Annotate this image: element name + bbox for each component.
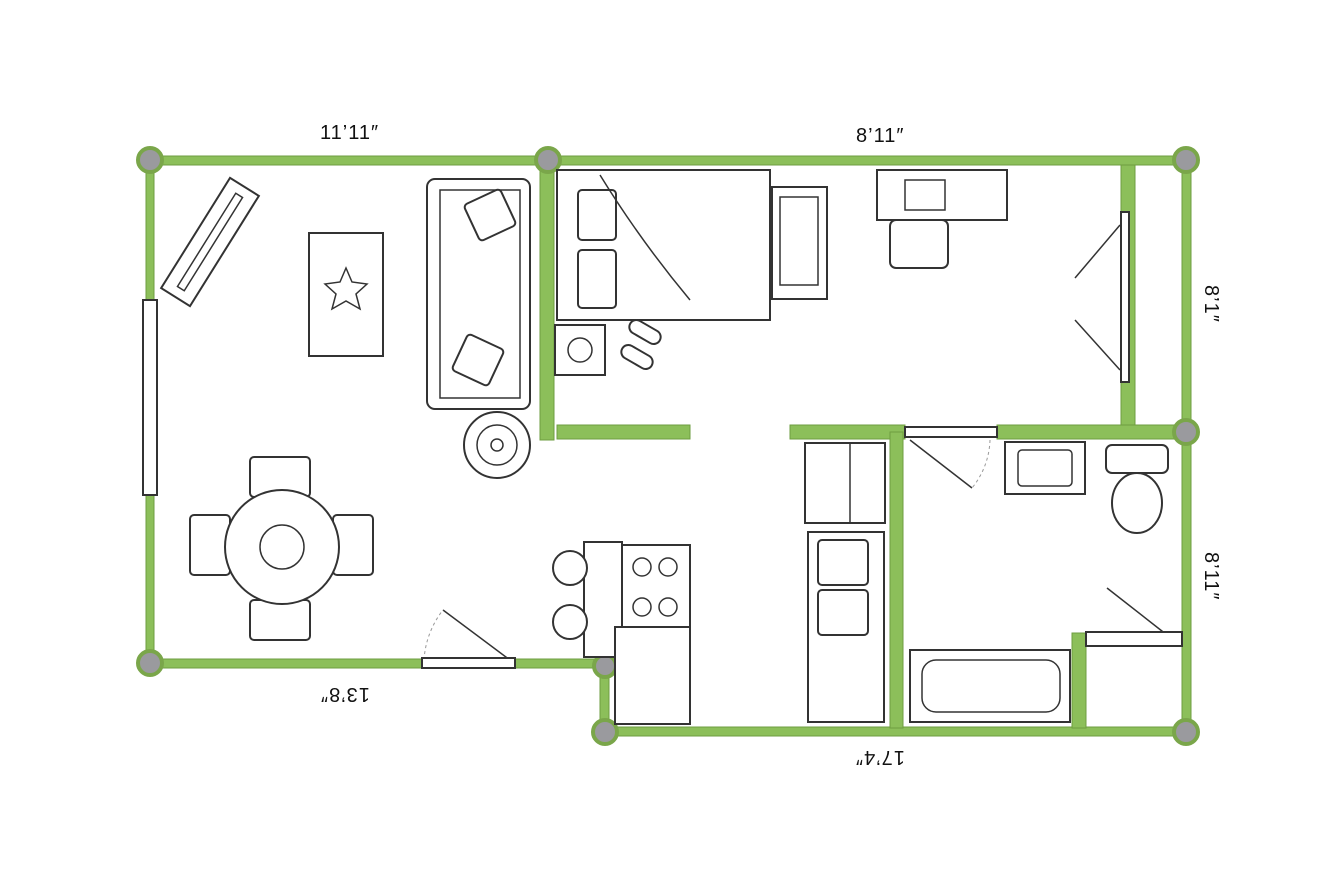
column <box>1172 418 1200 446</box>
bottom-left-wall-2 <box>514 658 606 669</box>
bath-inner-wall <box>1071 632 1087 729</box>
desk <box>876 169 1008 269</box>
dining-table <box>189 456 374 641</box>
column <box>534 146 562 174</box>
dimension-top-right: 8’11″ <box>856 125 905 147</box>
top-wall <box>147 155 1189 166</box>
kitchen-top-wall <box>789 424 906 440</box>
refrigerator <box>804 442 886 524</box>
dimension-top-left: 11’11″ <box>320 122 380 144</box>
column <box>591 718 619 746</box>
dimension-right-lower: 8’11″ <box>1200 552 1222 601</box>
right-wall <box>1181 159 1192 733</box>
stove <box>583 541 691 725</box>
sofa <box>426 178 531 410</box>
column <box>592 653 618 679</box>
tv-console <box>159 176 261 308</box>
bathroom-sink <box>1004 441 1086 495</box>
column <box>1172 146 1200 174</box>
columns <box>136 146 1200 746</box>
dimension-bottom-left: 13’8″ <box>320 683 370 705</box>
bathtub <box>909 649 1071 723</box>
toilet <box>1105 444 1169 534</box>
window <box>142 299 158 496</box>
dimension-bottom-right: 17’4″ <box>855 746 905 768</box>
dimension-right-upper: 8’1″ <box>1200 285 1222 323</box>
round-rug <box>463 411 531 479</box>
column <box>1172 718 1200 746</box>
bed <box>556 169 828 321</box>
bathroom-wall <box>889 431 904 729</box>
kitchen-sink-counter <box>807 531 885 723</box>
bath-top-wall <box>996 424 1188 440</box>
bedroom-wall <box>539 159 555 441</box>
column <box>136 649 164 677</box>
rug <box>308 232 384 357</box>
slippers <box>620 319 662 370</box>
left-wall-lower <box>145 494 155 666</box>
nightstand <box>554 324 606 376</box>
bar-stools <box>552 550 588 640</box>
closet-door <box>1074 211 1130 383</box>
column <box>136 146 164 174</box>
bottom-left-wall <box>149 658 423 669</box>
bedroom-stub-wall <box>556 424 691 440</box>
doors <box>421 426 1183 669</box>
left-wall-upper <box>145 159 155 301</box>
